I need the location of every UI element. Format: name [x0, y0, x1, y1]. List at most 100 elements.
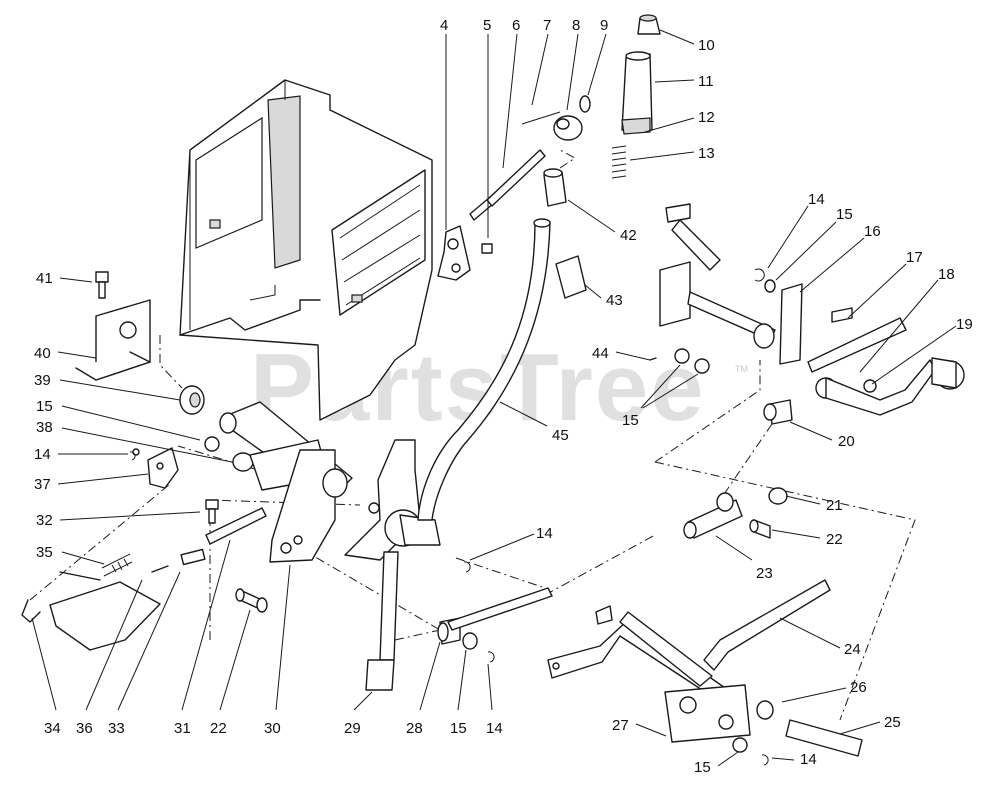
pin-22-right — [749, 519, 771, 539]
link-31 — [205, 507, 267, 545]
callout-9: 9 — [600, 17, 608, 34]
bolt-41 — [95, 271, 109, 299]
callout-5: 5 — [483, 17, 491, 34]
callout-18: 18 — [938, 266, 955, 283]
hook-34 — [21, 599, 41, 623]
callout-15-a: 15 — [836, 206, 853, 223]
decal-43 — [555, 255, 587, 299]
control-lever-45 — [417, 218, 551, 521]
washer-9 — [579, 95, 591, 113]
leader-lines — [31, 29, 957, 767]
nut-21 — [768, 487, 788, 505]
bushing-42 — [543, 168, 567, 207]
pivot-plate-4 — [437, 225, 471, 281]
callout-37: 37 — [34, 476, 51, 493]
spring-13 — [611, 145, 627, 179]
callout-14-e: 14 — [486, 720, 503, 737]
callout-15-e: 15 — [450, 720, 467, 737]
nut-19 — [863, 379, 877, 393]
rod-24 — [447, 587, 553, 631]
watermark-trademark: TM — [735, 364, 748, 374]
pin-33 — [180, 548, 206, 566]
bushing-28 — [437, 617, 461, 645]
callout-14-f: 14 — [536, 525, 553, 542]
callout-39: 39 — [34, 372, 51, 389]
callout-7: 7 — [543, 17, 551, 34]
pin-44 — [649, 357, 657, 361]
callout-4: 4 — [440, 17, 448, 34]
callout-43: 43 — [606, 292, 623, 309]
callout-15-c: 15 — [694, 759, 711, 776]
callout-14-a: 14 — [808, 191, 825, 208]
clip-14-lower — [487, 651, 495, 663]
callout-40: 40 — [34, 345, 51, 362]
callout-24: 24 — [844, 641, 861, 658]
pin-33-end — [151, 565, 169, 573]
callout-6: 6 — [512, 17, 520, 34]
callout-15-b: 15 — [622, 412, 639, 429]
callout-labels: 4 5 6 7 8 9 10 11 12 13 42 43 14 15 16 1… — [34, 17, 973, 776]
callout-20: 20 — [838, 433, 855, 450]
callout-22-b: 22 — [210, 720, 227, 737]
grip-11 — [621, 51, 653, 131]
callout-25: 25 — [884, 714, 901, 731]
alignment-lines — [29, 149, 916, 721]
clip-14-left — [129, 451, 136, 461]
spring-35 — [101, 553, 133, 577]
callout-15-d: 15 — [36, 398, 53, 415]
callout-22-a: 22 — [826, 531, 843, 548]
callout-33: 33 — [108, 720, 125, 737]
callout-35: 35 — [36, 544, 53, 561]
callout-32: 32 — [36, 512, 53, 529]
clip-14-center — [463, 561, 471, 573]
ferrule-12 — [621, 117, 651, 135]
upper-right-shaft-assembly — [659, 203, 965, 416]
washer-15a — [764, 279, 776, 293]
callout-44: 44 — [592, 345, 609, 362]
clip-14-right — [761, 754, 769, 766]
callout-23: 23 — [756, 565, 773, 582]
callout-29: 29 — [344, 720, 361, 737]
callout-38: 38 — [36, 419, 53, 436]
bolt-17 — [831, 307, 853, 323]
knob-8 — [553, 115, 583, 141]
callout-10: 10 — [698, 37, 715, 54]
pin-22-left — [235, 588, 268, 613]
callout-26: 26 — [850, 679, 867, 696]
callout-21: 21 — [826, 497, 843, 514]
bracket-37 — [132, 447, 179, 489]
clip-14-upper — [754, 268, 765, 282]
callout-42: 42 — [620, 227, 637, 244]
callout-28: 28 — [406, 720, 423, 737]
callout-30: 30 — [264, 720, 281, 737]
plate-36 — [49, 581, 161, 651]
mounting-bracket-40 — [75, 299, 151, 381]
lower-right-assembly — [547, 579, 863, 757]
pivot-shaft-assembly — [204, 401, 353, 563]
callout-31: 31 — [174, 720, 191, 737]
washer-15e — [462, 632, 478, 650]
callout-11: 11 — [698, 73, 714, 90]
callout-16: 16 — [864, 223, 881, 240]
rod-6 — [486, 149, 546, 207]
callout-14-c: 14 — [34, 446, 51, 463]
bolt-32 — [205, 499, 219, 524]
callout-34: 34 — [44, 720, 61, 737]
callout-13: 13 — [698, 145, 715, 162]
bushing-20 — [763, 399, 793, 425]
callout-12: 12 — [698, 109, 715, 126]
cap-10 — [637, 14, 661, 35]
callout-8: 8 — [572, 17, 580, 34]
washer-15b-2 — [694, 358, 710, 374]
callout-27: 27 — [612, 717, 629, 734]
callout-36: 36 — [76, 720, 93, 737]
pin-7 — [521, 111, 561, 125]
callout-19: 19 — [956, 316, 973, 333]
callout-45: 45 — [552, 427, 569, 444]
callout-41: 41 — [36, 270, 53, 287]
washer-15b-1 — [674, 348, 690, 364]
callout-14-b: 14 — [800, 751, 817, 768]
callout-17: 17 — [906, 249, 923, 266]
spacer-23 — [683, 492, 743, 539]
